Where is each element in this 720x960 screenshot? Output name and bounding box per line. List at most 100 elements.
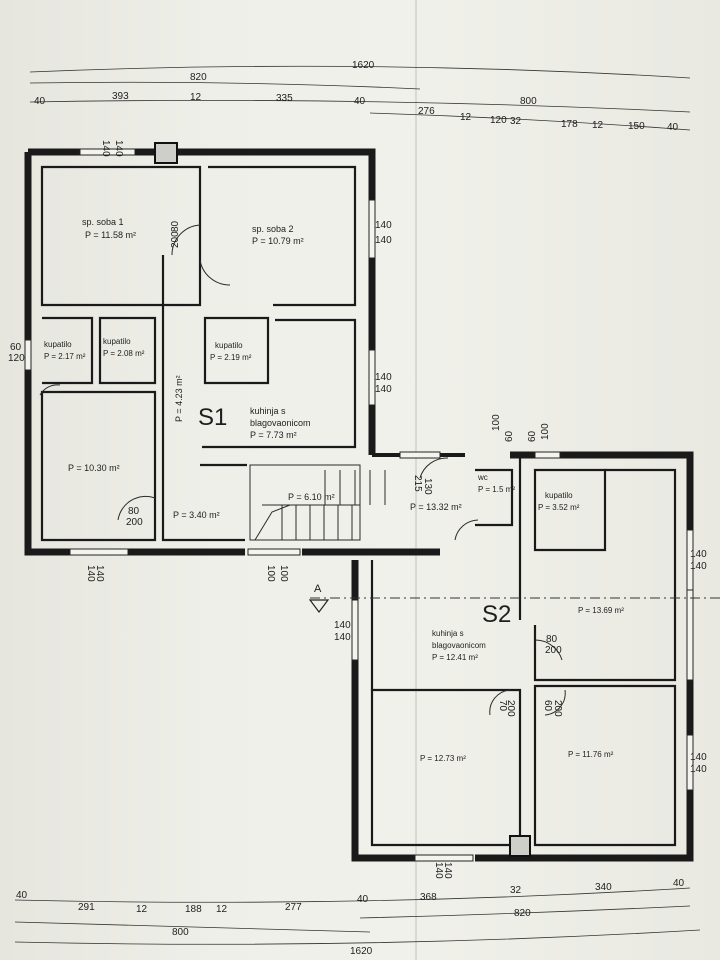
dim-top-r4-d: 32: [510, 116, 522, 127]
section-label: A: [314, 583, 322, 595]
door-arc: [117, 495, 156, 521]
room-area: P = 4.23 m²: [174, 375, 184, 422]
s1-room-left-outline: [40, 390, 157, 542]
bottom-dimension-chain: 40 291 12 188 12 277 40 368 32 340 40 82…: [14, 878, 701, 957]
dim-top-r4-g: 150: [628, 121, 645, 132]
opening-dim: 140: [334, 620, 351, 631]
room-name: sp. soba 2: [252, 224, 294, 234]
dim-bot-r1-h: 368: [420, 892, 437, 903]
room-name: kupatilo: [44, 340, 72, 349]
door-dim: 200: [552, 700, 563, 717]
window-left-bath: [24, 339, 32, 371]
room-area: P = 11.76 m²: [568, 750, 614, 759]
window-right-2: [686, 589, 694, 681]
room-area: P = 3.52 m²: [538, 503, 580, 512]
window-s2-left: [351, 599, 359, 661]
room-name: kuhinja s: [250, 406, 286, 416]
window-stair-bottom: [247, 548, 301, 556]
window-s2-top1: [399, 451, 441, 459]
s2-wall-left: [351, 560, 415, 862]
dim-top-total: 1620: [352, 60, 375, 71]
opening-dim: 140: [690, 549, 707, 560]
door-dim: 200: [505, 700, 516, 717]
stair-box: [249, 464, 361, 541]
dim-bot-r1-g: 40: [357, 894, 369, 905]
room-name-2: blagovaonicom: [432, 641, 486, 650]
opening-dim: 140: [433, 862, 444, 879]
opening-dim: 140: [442, 862, 453, 879]
door-dim: 80: [546, 634, 558, 645]
dim-bot-r1-d: 188: [185, 904, 202, 915]
s1-bed2-outline: [208, 165, 357, 307]
room-area: P = 2.17 m²: [44, 352, 86, 361]
dim-line-row3-top: [29, 99, 691, 113]
window-bottom-left: [69, 548, 129, 556]
dim-top-r3-b: 393: [112, 91, 129, 102]
dim-top-r3-c: 12: [190, 92, 202, 103]
window-bottom-s2: [414, 854, 474, 862]
dim-top-r4-c: 120: [490, 115, 507, 126]
stair-dim: 215: [412, 475, 423, 492]
section-arrow: [308, 599, 330, 613]
room-area: P = 2.08 m²: [103, 349, 145, 358]
door-dim: 60: [542, 700, 553, 712]
opening-dim: 140: [690, 561, 707, 572]
door-swings: [39, 224, 566, 716]
dim-bot-r1-c: 12: [136, 904, 148, 915]
opening-dim: 140: [375, 372, 392, 383]
room-name: kupatilo: [103, 337, 131, 346]
room-name-2: blagovaonicom: [250, 418, 311, 428]
s2-walls: [351, 451, 694, 862]
staircase: [249, 464, 386, 541]
section-marker-a: A: [308, 583, 720, 613]
s1-bath-mid-outline: [98, 316, 157, 385]
opening-dims: 140 140 140 140 140 140 60 120 140 140 1…: [8, 140, 707, 879]
dim-bot-r1-f: 277: [285, 902, 302, 913]
s1-bed1-outline: [40, 165, 202, 307]
dim-bot-r1-a: 40: [16, 890, 28, 901]
room-name: kuhinja s: [432, 629, 464, 638]
room-area: P = 13.69 m²: [578, 606, 624, 615]
dim-top-r3-e: 40: [354, 96, 366, 107]
room-area: P = 2.19 m²: [210, 353, 252, 362]
door-arc: [419, 457, 449, 479]
unit-label-s2: S2: [482, 601, 511, 628]
room-area: P = 7.73 m²: [250, 430, 297, 440]
s2-room-right-outline: [533, 468, 677, 682]
s2-room-br-outline: [533, 684, 677, 847]
dim-bot-r1-i: 32: [510, 885, 522, 896]
room-area: P = 6.10 m²: [288, 492, 335, 502]
window-s2-top2: [534, 451, 561, 459]
door-dim: 80: [170, 220, 181, 232]
door-arc: [199, 259, 231, 286]
opening-dim: 120: [8, 353, 25, 364]
opening-dim: 60: [504, 430, 515, 442]
opening-dim: 100: [278, 565, 289, 582]
stair-winder: [254, 504, 291, 541]
room-name: kupatilo: [545, 491, 573, 500]
dim-top-r4-h: 40: [667, 122, 679, 133]
stair-dim: 130: [422, 478, 433, 495]
room-name: kupatilo: [215, 341, 243, 350]
door-arc: [39, 384, 61, 396]
door-dim: 200: [126, 517, 143, 528]
room-labels: sp. soba 1 P = 11.58 m² sp. soba 2 P = 1…: [44, 217, 624, 763]
paper-fold-line: [415, 0, 417, 960]
door-arc: [454, 519, 479, 541]
dim-line-row1-bottom: [14, 887, 691, 903]
window-right-3: [686, 734, 694, 791]
dim-bot-half: 820: [514, 908, 531, 919]
dim-bot-r1-e: 12: [216, 904, 228, 915]
door-arc: [171, 224, 201, 256]
dim-top-r4-e: 178: [561, 119, 578, 130]
dim-line-800-bottom: [14, 921, 371, 933]
opening-dim: 140: [113, 140, 124, 157]
room-area: P = 1.5 m²: [478, 485, 515, 494]
s1-bath-right-outline: [203, 316, 270, 385]
window-top-left: [79, 148, 136, 156]
opening-dim: 100: [491, 414, 502, 431]
door-arc: [489, 689, 511, 716]
room-area: P = 13.32 m²: [410, 502, 462, 512]
opening-dim: 140: [94, 565, 105, 582]
opening-dim: 100: [540, 423, 551, 440]
